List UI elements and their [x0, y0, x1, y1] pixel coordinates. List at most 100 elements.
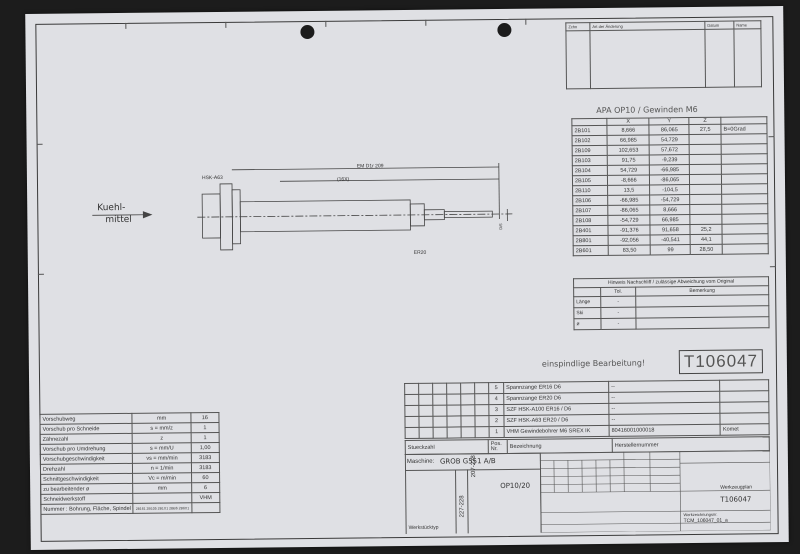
dimension-ext [498, 163, 500, 220]
apa-point: 2B102 [572, 135, 608, 146]
parameter-unit: mm [133, 482, 192, 494]
hinweis-row-remark [635, 316, 770, 330]
parameter-value: 16 [190, 412, 220, 423]
apa-point: 2B109 [572, 145, 608, 156]
parts-empty-cell [474, 415, 490, 427]
parts-empty-cell [404, 416, 420, 428]
apa-note [721, 143, 768, 155]
apa-z: 44,1 [690, 234, 723, 245]
parts-pos: 5 [488, 382, 504, 394]
apa-z: 27,5 [689, 124, 722, 135]
apa-y: -66,985 [649, 164, 690, 175]
apa-z [689, 174, 722, 185]
apa-title: APA OP10 / Gewinden M6 [596, 104, 698, 116]
dimension-line-1 [231, 166, 499, 171]
drawing-number: TCM_106047_01_a [683, 517, 728, 525]
apa-z [689, 134, 722, 145]
apa-x: -54,729 [608, 214, 651, 226]
apa-note [721, 183, 768, 195]
apa-x: 83,50 [608, 244, 651, 256]
apa-point: 2B106 [572, 195, 609, 206]
parts-pos: 1 [489, 426, 505, 438]
parts-empty-cell [446, 393, 461, 406]
apa-y: 54,729 [649, 134, 690, 145]
parameter-unit: 28161 2B105 2B1X1 2BB6 2B6X1 [133, 502, 192, 514]
apa-z: 28,50 [690, 244, 723, 255]
parameter-value: 1 [190, 422, 220, 433]
parts-empty-cell [432, 383, 447, 395]
apa-y: 8,666 [650, 204, 691, 215]
apa-z [689, 154, 722, 165]
apa-z [689, 144, 722, 155]
parameter-unit: s = mm/z [132, 422, 191, 434]
apa-note [722, 233, 769, 245]
apa-note [721, 153, 768, 165]
parts-empty-cell [404, 383, 419, 395]
apa-z [689, 164, 722, 175]
apa-point: 2B101 [571, 125, 608, 136]
parts-empty-cell [447, 426, 462, 439]
apa-y: -40,541 [650, 234, 691, 245]
hsk-shank [201, 193, 221, 239]
apa-note [721, 203, 768, 215]
plan-label: Werkzeugplan [720, 484, 753, 491]
apa-x: 102,653 [607, 144, 650, 156]
parts-empty-cell [460, 415, 476, 427]
dimension-line-2 [279, 178, 499, 182]
apa-x: -91,376 [608, 224, 651, 236]
parts-empty-cell [446, 382, 461, 395]
apa-note [721, 213, 768, 225]
apa-y: 91,658 [650, 224, 691, 235]
tool-drawing [92, 163, 513, 251]
parts-empty-cell [460, 404, 475, 416]
apa-point: 2B110 [572, 185, 608, 196]
single-spindle-note: einspindlige Bearbeitung! [541, 358, 646, 369]
apa-x: -66,985 [607, 194, 651, 206]
parts-manufacturer [720, 401, 769, 414]
machine-value: GROB G551 A/B [439, 457, 496, 466]
parts-empty-cell [433, 427, 448, 439]
apa-x: 8,666 [607, 124, 650, 136]
apa-y: 57,672 [649, 144, 690, 155]
parts-pos: 3 [488, 404, 504, 416]
machine-label: Maschine: [406, 458, 435, 466]
hinweis-row-tol: - [600, 318, 637, 330]
apa-x: -92,056 [608, 234, 651, 246]
parts-empty-cell [461, 426, 476, 438]
apa-note: B=0Grad [720, 123, 768, 135]
em-label: EM D1r 209 [356, 163, 384, 170]
parameter-value: 3183 [191, 462, 220, 473]
parameter-unit [133, 492, 192, 504]
parameter-value: 6 [191, 482, 220, 493]
apa-point: 2B601 [573, 245, 609, 256]
apa-x: 54,729 [607, 164, 650, 176]
apa-note [721, 193, 768, 205]
plan-number: T106047 [720, 495, 752, 504]
parts-empty-cell [404, 394, 419, 406]
hinweis-row-tol: - [600, 307, 636, 319]
apa-note [722, 243, 769, 255]
apa-y: -9,239 [649, 154, 690, 165]
apa-point: 2B103 [572, 155, 608, 166]
apa-z [690, 204, 722, 215]
parts-empty-cell [475, 426, 490, 438]
apa-point: 2B401 [572, 225, 609, 236]
workpiece-type-label: Werkstücktyp [408, 524, 439, 531]
parts-pos: 2 [488, 415, 505, 427]
parts-empty-cell [419, 427, 434, 439]
apa-note [721, 163, 768, 175]
apa-x: 91,75 [607, 154, 650, 166]
parameter-value [191, 502, 220, 513]
apa-note [721, 173, 768, 185]
parameter-value: 1,00 [190, 442, 220, 453]
parts-empty-cell [432, 405, 447, 417]
parameter-value: 60 [191, 472, 220, 483]
apa-y: 66,985 [650, 214, 691, 225]
parts-description: VHM Gewindebohrer M6 SREX IK [504, 425, 610, 438]
apa-point: 2B104 [572, 165, 608, 176]
parameter-value: 1 [190, 432, 220, 443]
parts-empty-cell [474, 382, 489, 394]
